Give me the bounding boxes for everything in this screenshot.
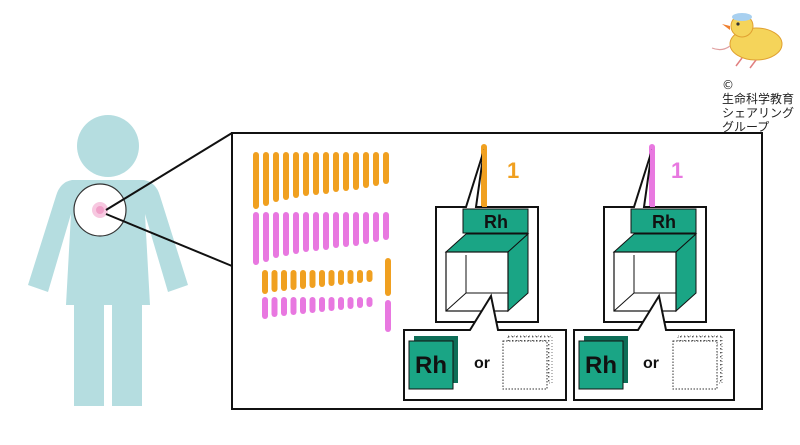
- person-icon: [28, 115, 188, 406]
- chromosome: [328, 297, 335, 311]
- chromosome: [363, 212, 369, 244]
- chromosome: [281, 297, 287, 316]
- rh-gene-block: Rh: [408, 336, 458, 390]
- or-label: or: [474, 355, 490, 372]
- chromosome: [313, 152, 319, 195]
- copyright-symbol: ©: [722, 78, 734, 92]
- chromosome: [271, 297, 278, 317]
- chromosome: [353, 152, 359, 190]
- chromosome: [338, 270, 344, 285]
- chromosome: [293, 152, 299, 198]
- zoom-line-top: [105, 132, 233, 211]
- gene-label: Rh: [652, 212, 676, 232]
- chromosome: [383, 152, 389, 184]
- copyright-credit: © 生命科学教育 シェアリング グループ: [722, 78, 800, 134]
- chromosome: [338, 297, 344, 310]
- chromosome: [343, 152, 349, 191]
- chromosome: [319, 297, 325, 312]
- chromosome: [262, 297, 268, 319]
- chromosome: [363, 152, 369, 188]
- left-detail-panel: 1 Rh Rh or: [403, 144, 567, 401]
- cell-icon: [73, 183, 127, 237]
- or-label: or: [643, 355, 659, 372]
- duck-logo: [711, 13, 783, 69]
- empty-gene-block: [672, 335, 723, 390]
- chromosome-number: 1: [671, 158, 683, 183]
- chromosome: [300, 270, 306, 289]
- chromosome: [373, 212, 379, 242]
- chromosome: [303, 212, 309, 252]
- chromosome: [273, 212, 279, 258]
- chromosome: [253, 212, 259, 265]
- chromosome: [309, 270, 316, 288]
- chromosome: [357, 297, 363, 308]
- chromosome-karyotype: [253, 152, 391, 332]
- chromosome: [283, 212, 289, 256]
- chromosome: [293, 212, 299, 254]
- chromosome: [273, 152, 279, 202]
- chromosome: [313, 212, 319, 251]
- rh-choice-label: Rh: [585, 352, 617, 379]
- gene-label: Rh: [484, 212, 508, 232]
- chromosome: [271, 270, 278, 292]
- chromosome: [353, 212, 359, 246]
- chromosome: [385, 300, 391, 332]
- right-detail-panel: 1 Rh Rh or: [573, 144, 735, 401]
- credit-line-3: グループ: [722, 120, 770, 134]
- chromosome: [323, 212, 329, 250]
- chromosome: [263, 212, 269, 262]
- chromosome: [366, 297, 373, 307]
- chromosome: [357, 270, 363, 283]
- chromosome: [283, 152, 289, 200]
- rh-choice-label: Rh: [415, 352, 447, 379]
- rh-gene-block: Rh: [578, 336, 628, 390]
- chromosome: [347, 270, 354, 284]
- chromosome: [290, 297, 297, 315]
- chromosome: [303, 152, 309, 196]
- credit-line-2: シェアリング: [722, 106, 795, 120]
- chromosome-number: 1: [507, 158, 519, 183]
- empty-gene-block: [502, 335, 553, 390]
- zoom-line-bottom: [105, 213, 233, 267]
- chromosome: [373, 152, 379, 186]
- chromosome: [263, 152, 269, 206]
- chromosome: [253, 152, 259, 209]
- chromosome: [262, 270, 268, 294]
- chromosome: [323, 152, 329, 194]
- chromosome: [366, 270, 373, 282]
- chromosome: [347, 297, 354, 309]
- chromosome: [309, 297, 316, 313]
- chromosome: [385, 258, 391, 296]
- chromosome: [343, 212, 349, 247]
- chromosome: [333, 152, 339, 192]
- chromosome: [319, 270, 325, 287]
- chromosome: [300, 297, 306, 314]
- chromosome: [290, 270, 297, 290]
- chromosome: [333, 212, 339, 248]
- chromosome: [328, 270, 335, 286]
- chromosome: [281, 270, 287, 291]
- credit-line-1: 生命科学教育: [722, 92, 795, 106]
- chromosome: [383, 212, 389, 240]
